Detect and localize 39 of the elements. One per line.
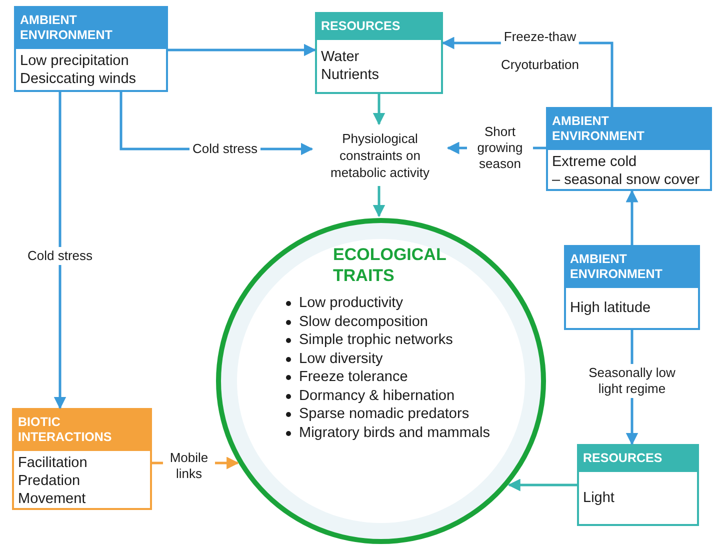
arrow <box>54 92 66 410</box>
box-header: AMBIENT ENVIRONMENT <box>548 109 710 150</box>
box-header: RESOURCES <box>579 446 697 472</box>
arrow <box>508 478 577 492</box>
trait-item: Slow decomposition <box>299 312 428 331</box>
box-text: Desiccating winds <box>20 70 138 88</box>
category-box <box>14 6 168 92</box>
trait-item: Low diversity <box>299 350 383 368</box>
category-box <box>12 408 152 510</box>
trait-item: Sparse nomadic predators <box>299 405 470 424</box>
box-header: AMBIENT ENVIRONMENT <box>566 247 698 288</box>
box-text: – seasonal snow cover <box>552 171 700 189</box>
box-header: AMBIENT ENVIRONMENT <box>16 8 166 49</box>
box-text: Facilitation <box>18 454 88 472</box>
box-header: BIOTIC INTERACTIONS <box>14 410 150 451</box>
arrow <box>168 44 316 56</box>
trait-item: Simple trophic networks <box>299 331 453 350</box>
trait-item: Freeze tolerance <box>299 368 408 386</box>
box-text: Extreme cold <box>552 153 638 171</box>
trait-item: Dormancy & hibernation <box>299 386 455 405</box>
category-box <box>577 444 699 526</box>
box-text: High latitude <box>570 299 652 317</box>
category-box <box>546 107 712 191</box>
category-box <box>315 12 443 94</box>
box-header: RESOURCES <box>317 14 441 40</box>
category-box <box>564 245 700 330</box>
process-text: Physiological constraints on metabolic activity <box>312 124 448 186</box>
box-text: Predation <box>18 472 82 490</box>
arrow <box>372 94 386 126</box>
circle-title: ECOLOGICAL TRAITS <box>333 244 448 286</box>
arrow <box>626 190 638 245</box>
trait-item: Low productivity <box>299 294 403 312</box>
box-text: Water <box>321 48 360 66</box>
box-text: Low precipitation <box>20 52 130 70</box>
box-text: Nutrients <box>321 66 380 84</box>
arrow <box>372 186 386 218</box>
trait-item: Migratory birds and mammals <box>299 424 490 442</box>
box-text: Movement <box>18 490 87 508</box>
box-text: Light <box>583 489 616 507</box>
